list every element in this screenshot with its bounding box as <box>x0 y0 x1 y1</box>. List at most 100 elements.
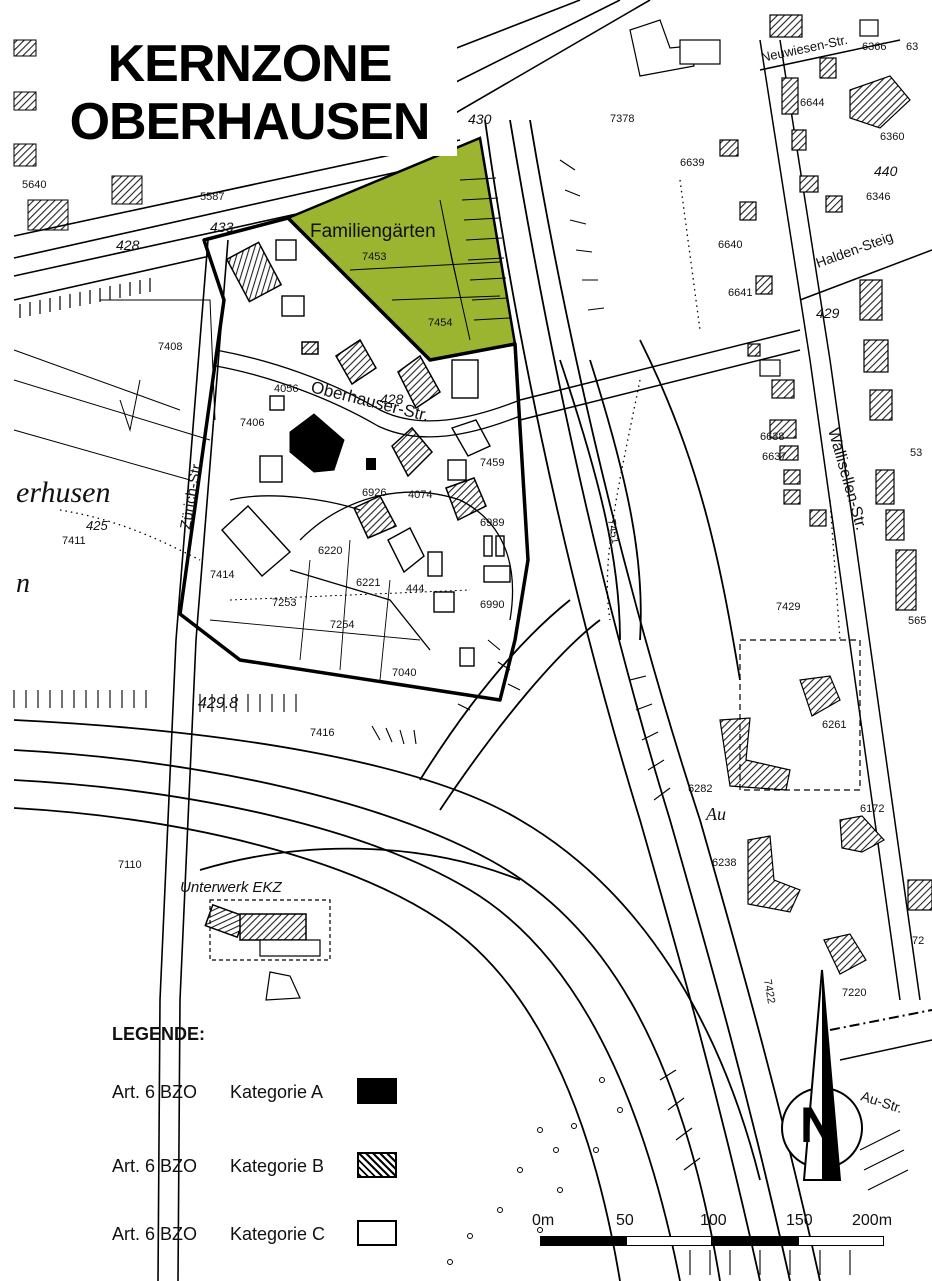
scale-segment-2 <box>626 1236 712 1246</box>
scale-label-150: 150 <box>786 1212 813 1229</box>
west-parcels <box>13 299 216 481</box>
label-au: Au <box>705 804 726 824</box>
parcel-5587: 5587 <box>200 191 224 203</box>
scale-segment-4 <box>798 1236 884 1246</box>
parcel-7454: 7454 <box>428 317 452 329</box>
parcel-6282: 6282 <box>688 783 712 795</box>
parcel-6641: 6641 <box>728 287 752 299</box>
parcel-6238: 6238 <box>712 857 736 869</box>
parcel-7451: 7451 <box>605 518 621 544</box>
parcel-565: 565 <box>908 615 926 627</box>
label-wallisellen-str: Wallisellen-Str. <box>824 426 869 532</box>
north-letter: N <box>800 1097 837 1153</box>
central-hatched-buildings <box>204 241 487 941</box>
parcel-6638: 6638 <box>760 431 784 443</box>
scale-label-100: 100 <box>700 1212 727 1229</box>
legend-title: LEGENDE: <box>112 1024 206 1044</box>
legend-art: Art. 6 BZO <box>112 1224 198 1244</box>
elev-428-center: 428 <box>380 391 404 407</box>
legend-kategorie: Kategorie C <box>230 1224 326 1244</box>
elev-430: 430 <box>468 111 492 127</box>
parcel-7110: 7110 <box>118 859 142 871</box>
garden-ticks <box>349 177 511 341</box>
municipal-boundary-line <box>829 1009 932 1031</box>
parcel-6926: 6926 <box>362 487 386 499</box>
elev-440: 440 <box>874 163 898 179</box>
highway <box>13 119 821 1281</box>
scale-bar: 0m 50 100 150 200m <box>530 1212 893 1252</box>
legend-item-kategorie-a: Art. 6 BZO Kategorie A <box>112 1078 412 1110</box>
parcel-6220: 6220 <box>318 545 342 557</box>
label-unterwerk: Unterwerk EKZ <box>180 879 283 896</box>
parcel-4056: 4056 <box>274 383 298 395</box>
parcel-6637: 6637 <box>762 451 786 463</box>
east-buildings <box>719 14 932 975</box>
map-title: KERNZONE OBERHAUSEN <box>42 26 457 156</box>
parcel-7459: 7459 <box>480 457 504 469</box>
parcel-7254: 7254 <box>330 619 354 631</box>
legend-art: Art. 6 BZO <box>112 1082 198 1102</box>
legend-swatch-hatched <box>357 1152 397 1178</box>
scale-label-50: 50 <box>616 1212 634 1229</box>
parcel-7040: 7040 <box>392 667 416 679</box>
parcel-7378: 7378 <box>610 113 634 125</box>
zuerich-strasse <box>157 239 229 1281</box>
parcel-6639: 6639 <box>680 157 704 169</box>
parcel-6366: 6366 <box>862 41 886 53</box>
parcel-6221: 6221 <box>356 577 380 589</box>
east-outline-buildings <box>629 19 879 791</box>
title-line-2: OBERHAUSEN <box>69 93 431 151</box>
parcel-7406: 7406 <box>240 417 264 429</box>
parcel-53: 53 <box>910 447 922 459</box>
parcel-numbers: 7378 5640 5587 7453 7454 7408 4056 7406 … <box>22 41 926 1005</box>
left-edge-buildings <box>13 39 143 231</box>
parcel-6346: 6346 <box>866 191 890 203</box>
scale-segment-3 <box>712 1236 798 1246</box>
parcel-6989: 6989 <box>480 517 504 529</box>
parcel-7408: 7408 <box>158 341 182 353</box>
legend-art: Art. 6 BZO <box>112 1156 198 1176</box>
label-zuerich-str: Zürich-Str. <box>177 460 206 531</box>
parcel-7416: 7416 <box>310 727 334 739</box>
scale-label-200: 200m <box>852 1212 893 1229</box>
elev-429-8: 429.8 <box>198 695 238 712</box>
parcel-7253: 7253 <box>272 597 296 609</box>
scale-segment-1 <box>540 1236 626 1246</box>
embankments <box>13 159 909 1275</box>
dotted-boundaries <box>59 179 841 641</box>
central-outline-buildings <box>221 239 511 667</box>
label-n-fragment: n <box>16 568 30 599</box>
parcel-7411: 7411 <box>62 535 86 547</box>
parcel-6990: 6990 <box>480 599 504 611</box>
unterwerk-area <box>209 899 331 1001</box>
north-arrow-graphic <box>781 969 863 1181</box>
label-familiengaerten: Familiengärten <box>310 221 436 242</box>
parcel-6640: 6640 <box>718 239 742 251</box>
legend-kategorie: Kategorie A <box>230 1082 324 1102</box>
zone-parcel-lines <box>209 539 471 681</box>
parcel-72: 72 <box>912 935 924 947</box>
upper-road-ticks <box>19 278 151 318</box>
vegetation-dots <box>447 1077 623 1265</box>
parcel-4074: 4074 <box>408 489 432 501</box>
title-line-1: KERNZONE <box>107 35 393 93</box>
parcel-7414: 7414 <box>210 569 234 581</box>
label-oberhusen: erhusen <box>16 476 110 509</box>
scale-label-0: 0m <box>532 1212 555 1229</box>
elev-428-west: 428 <box>116 237 140 253</box>
oberhauser-strasse <box>215 349 521 651</box>
legend-kategorie: Kategorie B <box>230 1156 325 1176</box>
parcel-7220: 7220 <box>842 987 866 999</box>
parcel-6360: 6360 <box>880 131 904 143</box>
elev-425: 425 <box>86 518 108 533</box>
parcel-6644: 6644 <box>800 97 824 109</box>
parcel-6261: 6261 <box>822 719 846 731</box>
parcel-7453: 7453 <box>362 251 386 263</box>
elev-433: 433 <box>210 219 234 235</box>
kategorie-a-building <box>289 413 376 473</box>
elev-429: 429 <box>816 305 840 321</box>
parcel-444: 444 <box>406 583 424 595</box>
legend-swatch-outline <box>357 1220 397 1246</box>
kernzone-boundary <box>178 216 530 702</box>
legend-item-kategorie-b: Art. 6 BZO Kategorie B <box>112 1152 412 1184</box>
